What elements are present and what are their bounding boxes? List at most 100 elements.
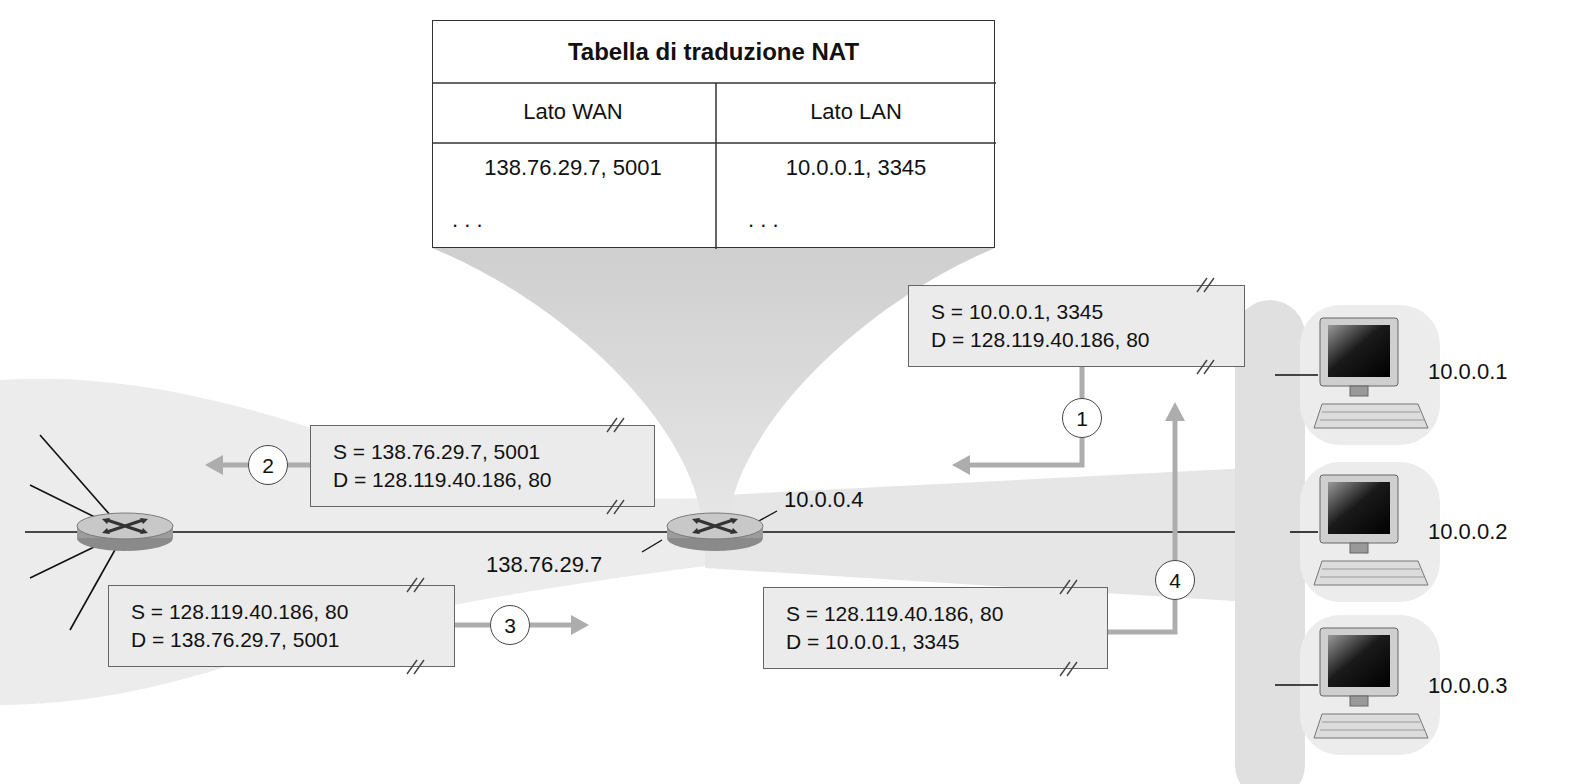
packet-header: D = 10.0.0.1, 3345 [786,628,1085,656]
lan-region [705,468,1250,602]
flow-arrow [530,623,572,628]
arrow-head [952,455,970,475]
table-rule [433,142,996,144]
wan-region [0,379,705,705]
host-computer [1350,696,1368,706]
packet-box: S = 10.0.0.1, 3345D = 128.119.40.186, 80 [908,285,1245,367]
break-slash [1204,278,1214,292]
packet-header: S = 10.0.0.1, 3345 [931,298,1222,326]
link-lines [25,375,1318,685]
table-title-row: Tabella di traduzione NAT [433,21,994,83]
break-slash [1067,580,1077,594]
lan-region [1300,305,1440,445]
arrow-head [205,455,223,475]
router-icon [667,513,763,551]
flow-arrow [220,463,248,468]
router-icon [77,513,173,539]
packet-header: S = 128.119.40.186, 80 [131,598,432,626]
link-lines [1290,531,1318,533]
lan-region [1235,300,1305,784]
link-lines [1275,684,1318,686]
address-label: 10.0.0.1 [1428,359,1508,385]
callout-number: 2 [262,455,274,476]
nat-table: Tabella di traduzione NAT [432,20,995,248]
break-slash [614,418,624,432]
arrow-head [1165,402,1185,421]
wan-region [0,379,705,705]
flow-arrow [968,438,1082,465]
packet-header: D = 138.76.29.7, 5001 [131,626,432,654]
break-marks [108,585,455,667]
address-label: 10.0.0.4 [784,487,864,513]
packet-box: S = 128.119.40.186, 80D = 138.76.29.7, 5… [108,585,455,667]
table-cell: 138.76.29.7, 5001 [484,155,661,181]
flow-arrow [1173,420,1178,560]
packet-header: S = 128.119.40.186, 80 [786,600,1085,628]
callout-circle: 1 [1062,398,1102,438]
host-computer [1320,318,1398,386]
host-computer [1320,475,1398,543]
packet-header: S = 138.76.29.7, 5001 [333,438,632,466]
break-slash [414,660,424,674]
leader-line [642,540,662,552]
host-computer [1314,404,1428,428]
host-computer [1350,543,1368,553]
host-computer [1314,714,1428,738]
break-marks [310,425,655,507]
break-slash [414,578,424,592]
address-label: 138.76.29.7 [486,552,602,578]
host-computer [1328,325,1390,377]
flow-connector [288,463,310,468]
host-computer [1314,628,1428,738]
host-computer [1314,318,1428,428]
break-marks [763,587,1108,669]
table-cell: . . . [452,207,483,233]
table-cell: . . . [748,207,779,233]
address-label: 10.0.0.3 [1428,673,1508,699]
packet-header: D = 128.119.40.186, 80 [931,326,1222,354]
table-title: Tabella di traduzione NAT [568,38,859,66]
router-icon [667,513,763,539]
callout-number: 4 [1169,570,1181,591]
router-icon [107,520,143,532]
callout-number: 1 [1076,408,1088,429]
table-rule [715,83,717,249]
table-cell: 10.0.0.1, 3345 [786,155,927,181]
router-icon [102,518,148,534]
host-computer [1320,569,1424,577]
leader-line [642,511,777,552]
lan-region [1300,615,1440,755]
host-computer [1314,475,1428,585]
break-slash [1204,360,1214,374]
packet-box: S = 128.119.40.186, 80D = 10.0.0.1, 3345 [763,587,1108,669]
link-lines [1275,374,1318,376]
router-icon [77,513,173,551]
host-computer [1328,635,1390,687]
callout-circle: 3 [490,605,530,645]
flow-connector [455,623,490,628]
break-slash [1067,662,1077,676]
arrow-head [571,615,589,635]
table-cell: Lato WAN [523,99,622,125]
packet-header: D = 128.119.40.186, 80 [333,466,632,494]
flow-connector [1080,367,1085,398]
packet-box: S = 138.76.29.7, 5001D = 128.119.40.186,… [310,425,655,507]
lan-region [705,300,1440,784]
callout-circle: 4 [1155,560,1195,600]
break-marks [908,285,1245,367]
host-computer [1350,386,1368,396]
table-cell: Lato LAN [810,99,902,125]
callout-circle: 2 [248,445,288,485]
break-slash [614,500,624,514]
host-computer [1320,412,1424,420]
callout-number: 3 [504,615,516,636]
link-lines [25,531,1235,533]
host-computer [1320,722,1424,730]
flow-connector [1108,600,1175,632]
leader-line [757,511,777,522]
router-icon [697,520,733,532]
host-computer [1328,482,1390,534]
router-icon [692,518,738,534]
host-computer [1320,628,1398,696]
